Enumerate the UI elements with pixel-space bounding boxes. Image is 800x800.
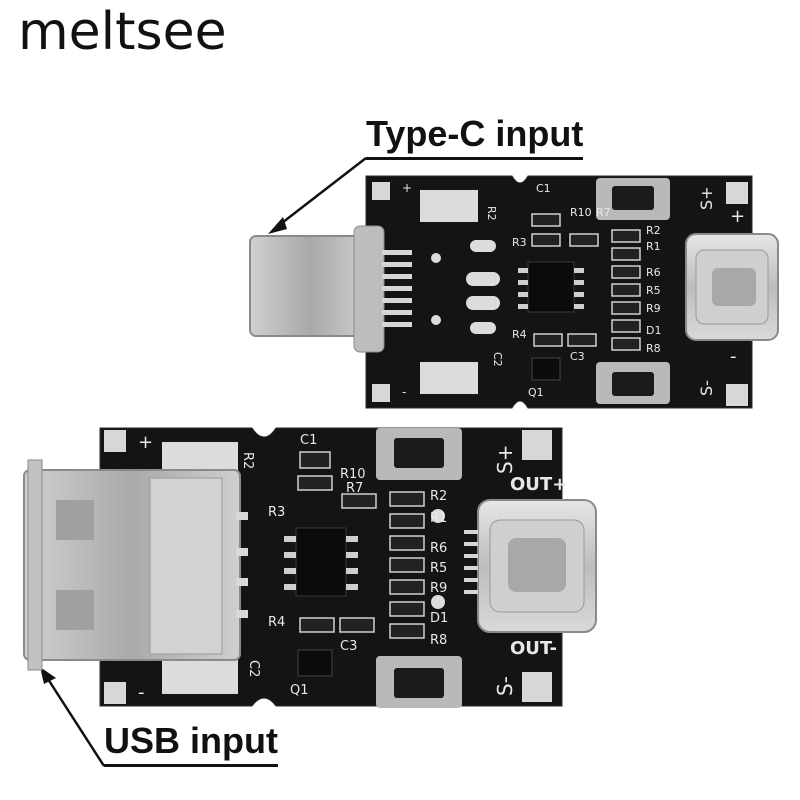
svg-text:R2: R2: [646, 224, 661, 237]
type-c-input-callout: Type-C input: [366, 113, 584, 160]
svg-text:R10: R10: [340, 467, 366, 482]
svg-text:R10: R10: [570, 206, 592, 219]
svg-text:C2: C2: [246, 660, 261, 677]
svg-text:+: +: [402, 181, 412, 195]
svg-text:D1: D1: [646, 324, 661, 337]
svg-text:C1: C1: [300, 433, 317, 448]
svg-text:R5: R5: [430, 561, 447, 576]
svg-text:R4: R4: [268, 615, 285, 630]
svg-text:Q1: Q1: [528, 386, 544, 399]
svg-text:R7: R7: [596, 206, 611, 219]
svg-text:S+: S+: [697, 186, 716, 210]
svg-text:-: -: [138, 682, 145, 703]
svg-text:-: -: [402, 385, 406, 399]
svg-text:R3: R3: [268, 505, 285, 520]
svg-text:R9: R9: [430, 581, 447, 596]
brand-watermark: meltsee: [18, 2, 227, 62]
svg-text:S-: S-: [697, 380, 716, 396]
svg-text:+: +: [730, 206, 745, 227]
svg-text:R7: R7: [346, 481, 363, 496]
svg-text:R2: R2: [485, 206, 498, 221]
svg-text:-: -: [730, 346, 737, 367]
svg-text:R1: R1: [430, 511, 447, 526]
svg-text:C3: C3: [340, 639, 357, 654]
bottom-board: + - C1 R2 R10 R7 R3 R2 R1 R6 R5 R9 D1 R8…: [23, 427, 597, 708]
svg-text:OUT+: OUT+: [510, 474, 567, 495]
svg-text:R8: R8: [430, 633, 447, 648]
usb-input-callout: USB input: [104, 720, 278, 767]
svg-text:C1: C1: [536, 182, 551, 195]
svg-text:R6: R6: [646, 266, 661, 279]
usb-arrow: [40, 667, 106, 767]
svg-text:R2: R2: [430, 489, 447, 504]
svg-text:C3: C3: [570, 350, 585, 363]
svg-text:S+: S+: [493, 445, 517, 474]
svg-text:R2: R2: [240, 452, 255, 469]
svg-text:D1: D1: [430, 611, 448, 626]
svg-text:OUT-: OUT-: [510, 638, 557, 659]
svg-text:R5: R5: [646, 284, 661, 297]
svg-text:R1: R1: [646, 240, 661, 253]
svg-text:R6: R6: [430, 541, 447, 556]
svg-text:Q1: Q1: [290, 683, 309, 698]
svg-text:R9: R9: [646, 302, 661, 315]
svg-text:R8: R8: [646, 342, 661, 355]
svg-text:C2: C2: [491, 352, 504, 367]
top-board: + - C1 R2 R10 R7 R3 R2 R1 R6 R5 R9 D1 R8…: [249, 175, 779, 409]
type-c-arrow: [268, 157, 367, 234]
svg-text:+: +: [138, 432, 153, 453]
svg-text:R3: R3: [512, 236, 527, 249]
svg-text:S-: S-: [493, 676, 517, 696]
svg-text:R4: R4: [512, 328, 527, 341]
